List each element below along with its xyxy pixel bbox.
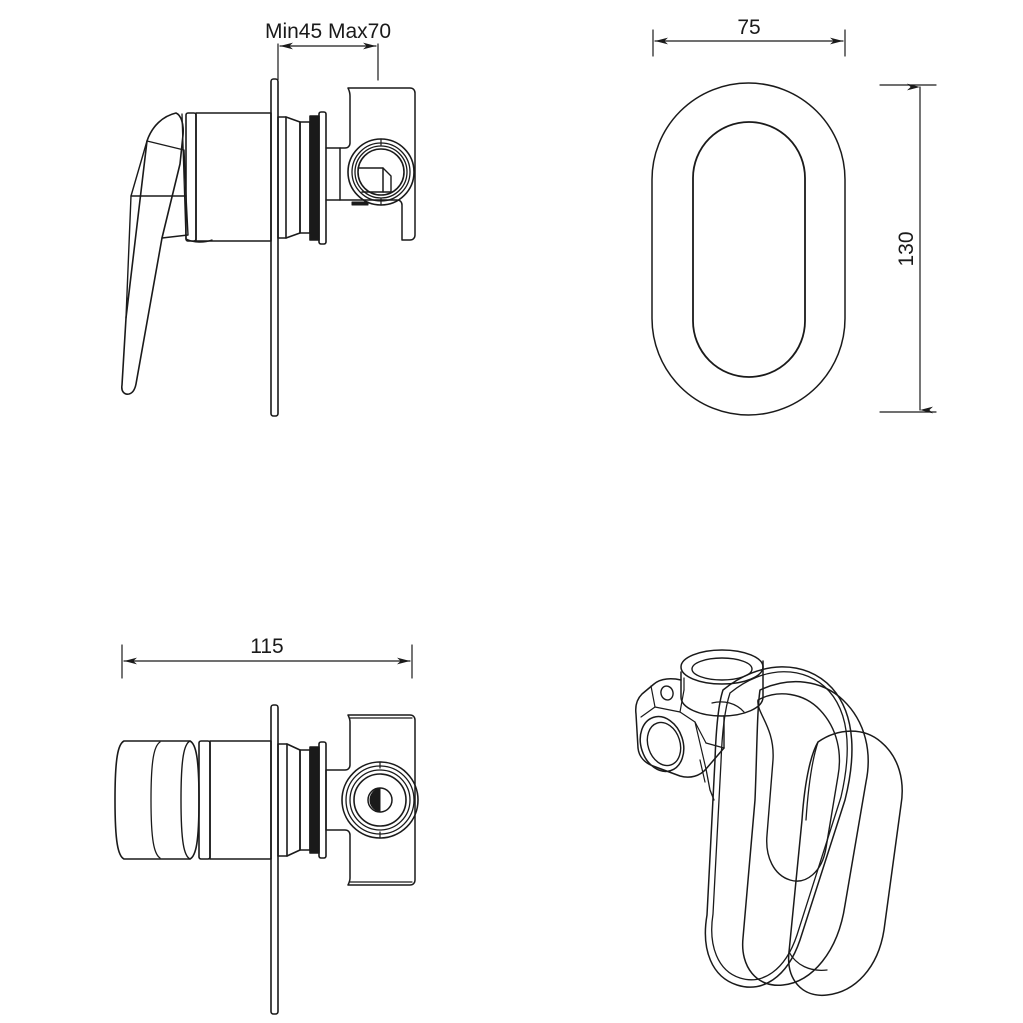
lever-handle [121, 112, 189, 395]
dimension-label-plate-width: 75 [737, 16, 760, 39]
iso-valve-body [635, 649, 764, 801]
iso-handle-face [757, 693, 841, 882]
escutcheon-shoulder [277, 116, 311, 239]
mixer-body-cylinder [195, 112, 272, 242]
handle-collar [198, 740, 211, 860]
plan-view [114, 704, 419, 1015]
cartridge-rings-plan [341, 761, 419, 839]
dimension-wall-depth-range [277, 42, 379, 81]
side-elevation-view [121, 78, 416, 417]
dimension-plate-height [879, 83, 937, 414]
isometric-view [635, 649, 903, 996]
plate-outer-outline [651, 82, 846, 416]
dimension-plate-width [652, 29, 846, 57]
escutcheon-shoulder-plan [277, 743, 311, 857]
dimension-label-assembly-length: 115 [250, 635, 283, 658]
dimension-label-plate-height: 130 [895, 231, 918, 266]
gasket-oring-plan [309, 741, 327, 859]
mounting-bracket [325, 87, 416, 241]
iso-lever-handle [741, 680, 903, 996]
wall-plate-edge-plan [270, 704, 279, 1015]
plate-inner-outline [692, 121, 806, 378]
gasket-oring [309, 111, 327, 245]
dimension-label-wall-depth: Min45 Max70 [265, 20, 391, 43]
mounting-bracket-plan [325, 714, 416, 886]
wall-plate-edge [270, 78, 279, 417]
front-elevation-view [651, 82, 846, 416]
dimension-assembly-length [121, 644, 413, 679]
handle-endcap [114, 740, 200, 860]
cartridge-rings-side [347, 138, 415, 206]
mixer-body-cylinder-plan [209, 740, 272, 860]
